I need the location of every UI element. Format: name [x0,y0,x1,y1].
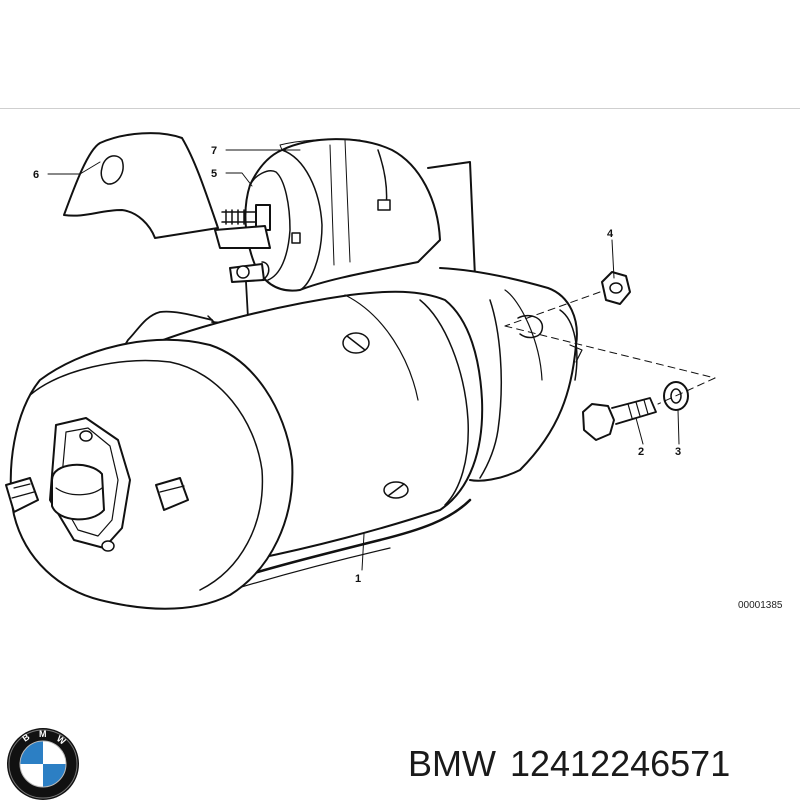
part-6-cover-cap [63,132,219,239]
callout-6: 6 [33,169,39,181]
callout-5: 5 [211,168,217,180]
starter-motor-diagram: 1 2 3 4 5 6 7 [5,132,716,610]
bmw-logo-icon: B M W [7,728,79,800]
callout-1: 1 [355,573,361,585]
svg-text:B: B [20,731,31,743]
brand-name: BMW [408,743,496,784]
part-5-solenoid [244,138,441,292]
part-number-line: BMW 12412246571 [408,743,744,785]
callout-2: 2 [638,446,644,458]
commutator-end-cap [5,338,294,610]
callout-4: 4 [607,228,614,240]
footer: B M W BMW 12412246571 [0,700,800,800]
top-divider-line [0,108,800,109]
part-number: 12412246571 [509,743,731,784]
solenoid-terminal-stud [214,204,271,249]
leader-lines [47,149,680,571]
assembly-dashed-lines [504,291,716,405]
svg-text:M: M [39,729,47,739]
part-2-bolt [582,397,657,441]
diagram-reference-number: 00001385 [738,600,783,611]
callout-3: 3 [675,446,681,458]
part-4-nut [601,271,631,305]
callout-7: 7 [211,145,217,157]
